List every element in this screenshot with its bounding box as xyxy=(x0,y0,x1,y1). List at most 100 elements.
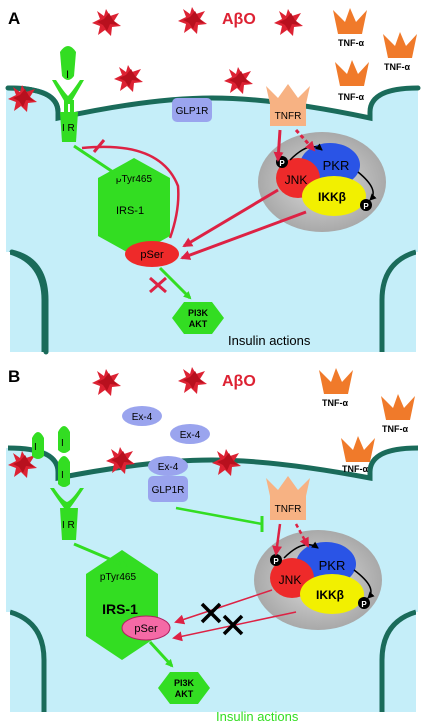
p-label-b-1: P xyxy=(273,557,279,566)
abo-aggregate-icon xyxy=(92,369,121,396)
pi3k-akt-a xyxy=(172,302,224,334)
inhibition-cross-icon xyxy=(200,602,222,624)
abo-aggregate-icon xyxy=(92,9,121,36)
arrow-irs1-pi3k-b xyxy=(148,640,174,668)
phospho-icon xyxy=(360,199,372,211)
jnk-label-a: JNK xyxy=(285,173,308,187)
ex4-peptide xyxy=(122,406,162,426)
abo-aggregate-icon xyxy=(178,7,207,34)
arrow-tnfr-jnk-b xyxy=(272,523,283,556)
glp1r-label-b: GLP1R xyxy=(152,485,185,496)
abo-label-b: AβO xyxy=(222,373,256,390)
glp1r-label-a: GLP1R xyxy=(176,106,209,117)
inhibition-cross-icon xyxy=(149,276,167,294)
panel-b-letter: B xyxy=(8,367,20,386)
arrow-tnfr-jnk-a xyxy=(273,129,284,162)
phospho-icon xyxy=(270,554,282,566)
ex4-peptide xyxy=(148,456,188,476)
membrane-a-lower-right xyxy=(379,249,417,352)
insulin-ligand-icon xyxy=(32,432,44,459)
akt-label-b: AKT xyxy=(175,689,194,699)
glp1r-b xyxy=(148,476,188,502)
pser-a xyxy=(125,241,179,267)
irs1-a xyxy=(98,158,170,256)
ir-label-b: I R xyxy=(62,520,75,531)
inhibition-cross-icon xyxy=(222,614,244,636)
pi3k-akt-b xyxy=(158,672,210,704)
ex4-label-2: Ex-4 xyxy=(180,430,201,441)
panel-a-letter: A xyxy=(8,9,20,28)
tnf-label-a-3: TNF-α xyxy=(338,92,364,102)
tnf-alpha-icon xyxy=(341,436,375,462)
tnf-label-b-2: TNF-α xyxy=(382,424,408,434)
ex4-label-3: Ex-4 xyxy=(158,462,179,473)
insulin-ligand-label-b-1: I xyxy=(34,442,37,453)
tnf-label-a-2: TNF-α xyxy=(384,62,410,72)
glp1r-a xyxy=(172,98,212,122)
ptyr-label-b: pTyr465 xyxy=(100,572,137,583)
p-label-a-2: P xyxy=(363,202,369,211)
insulin-ligand-icon xyxy=(60,46,76,80)
abo-aggregate-icon xyxy=(178,367,207,394)
tnf-alpha-icon xyxy=(335,60,369,86)
akt-label-a: AKT xyxy=(189,319,208,329)
pkr-label-b: PKR xyxy=(319,558,346,573)
irs1-label-a: IRS-1 xyxy=(116,205,144,217)
arrow-jnk-pser-a xyxy=(182,188,279,248)
arrow-ir-irs1-a xyxy=(73,144,124,180)
tnf-label-a-1: TNF-α xyxy=(338,38,364,48)
ikk-label-a: IKKβ xyxy=(318,190,346,204)
tnf-alpha-icon xyxy=(381,394,415,420)
ikk-a xyxy=(302,176,366,216)
membrane-b xyxy=(7,445,419,482)
ptyr-label-a: pTyr465 xyxy=(116,174,153,185)
p-label-a-1: P xyxy=(279,159,285,168)
insulin-receptor-a xyxy=(52,46,84,142)
tnfr-label-b: TNFR xyxy=(275,504,302,515)
ex4-label-1: Ex-4 xyxy=(132,412,153,423)
feedback-inhibition-a xyxy=(81,145,180,239)
phospho-icon xyxy=(358,597,370,609)
ikk-b xyxy=(300,574,364,614)
insulin-receptor-b xyxy=(50,488,84,540)
insulin-actions-label-a: Insulin actions xyxy=(228,333,311,348)
pi3k-label-a: PI3K xyxy=(188,308,209,318)
tnfr-label-a: TNFR xyxy=(275,111,302,122)
inhibition-glp1r-tnfr xyxy=(175,506,263,526)
irs1-label-b: IRS-1 xyxy=(102,601,138,617)
pkr-label-a: PKR xyxy=(323,158,350,173)
ex4-peptide xyxy=(170,424,210,444)
tnf-alpha-icon xyxy=(333,8,367,34)
insulin-actions-label-b: Insulin actions xyxy=(216,709,299,724)
tnfr-b xyxy=(266,476,310,520)
abo-aggregate-icon xyxy=(114,65,143,92)
pser-label-b: pSer xyxy=(134,623,158,635)
tnf-alpha-icon xyxy=(319,368,353,394)
pser-b xyxy=(121,615,171,641)
tnf-alpha-icon xyxy=(383,32,417,58)
insulin-ligand-label-b-3: I xyxy=(61,470,64,481)
insulin-ligand-label-b-2: I xyxy=(61,438,64,449)
arrow-ir-irs1-b xyxy=(73,542,128,568)
tnf-label-b-3: TNF-α xyxy=(342,464,368,474)
insulin-ligand-icon xyxy=(58,426,70,453)
abo-aggregate-icon xyxy=(274,9,303,36)
insulin-ligand-label-a: I xyxy=(66,69,69,81)
membrane-a-lower-left xyxy=(9,249,47,352)
arrow-irs1-pi3k-a xyxy=(158,266,192,300)
abo-label-a: AβO xyxy=(222,11,256,28)
arrow-ikk-pser-a xyxy=(180,210,307,260)
tnfr-a xyxy=(266,84,310,126)
p-label-b-2: P xyxy=(361,600,367,609)
membrane-b-lower-left xyxy=(9,609,47,712)
insulin-ligand-icon xyxy=(58,456,70,487)
membrane-b-lower-right xyxy=(379,609,417,712)
ir-label-a: I R xyxy=(62,123,75,134)
panel-a: A AβO TNF-α TNF-α TNF-α xyxy=(0,7,425,355)
arrow-tnfr-pkr-a xyxy=(294,128,316,152)
pi3k-label-b: PI3K xyxy=(174,678,195,688)
panel-b: B AβO TNF-α TNF-α TNF-α I I I I R xyxy=(0,367,425,724)
ikk-label-b: IKKβ xyxy=(316,588,344,602)
tnf-label-b-1: TNF-α xyxy=(322,398,348,408)
